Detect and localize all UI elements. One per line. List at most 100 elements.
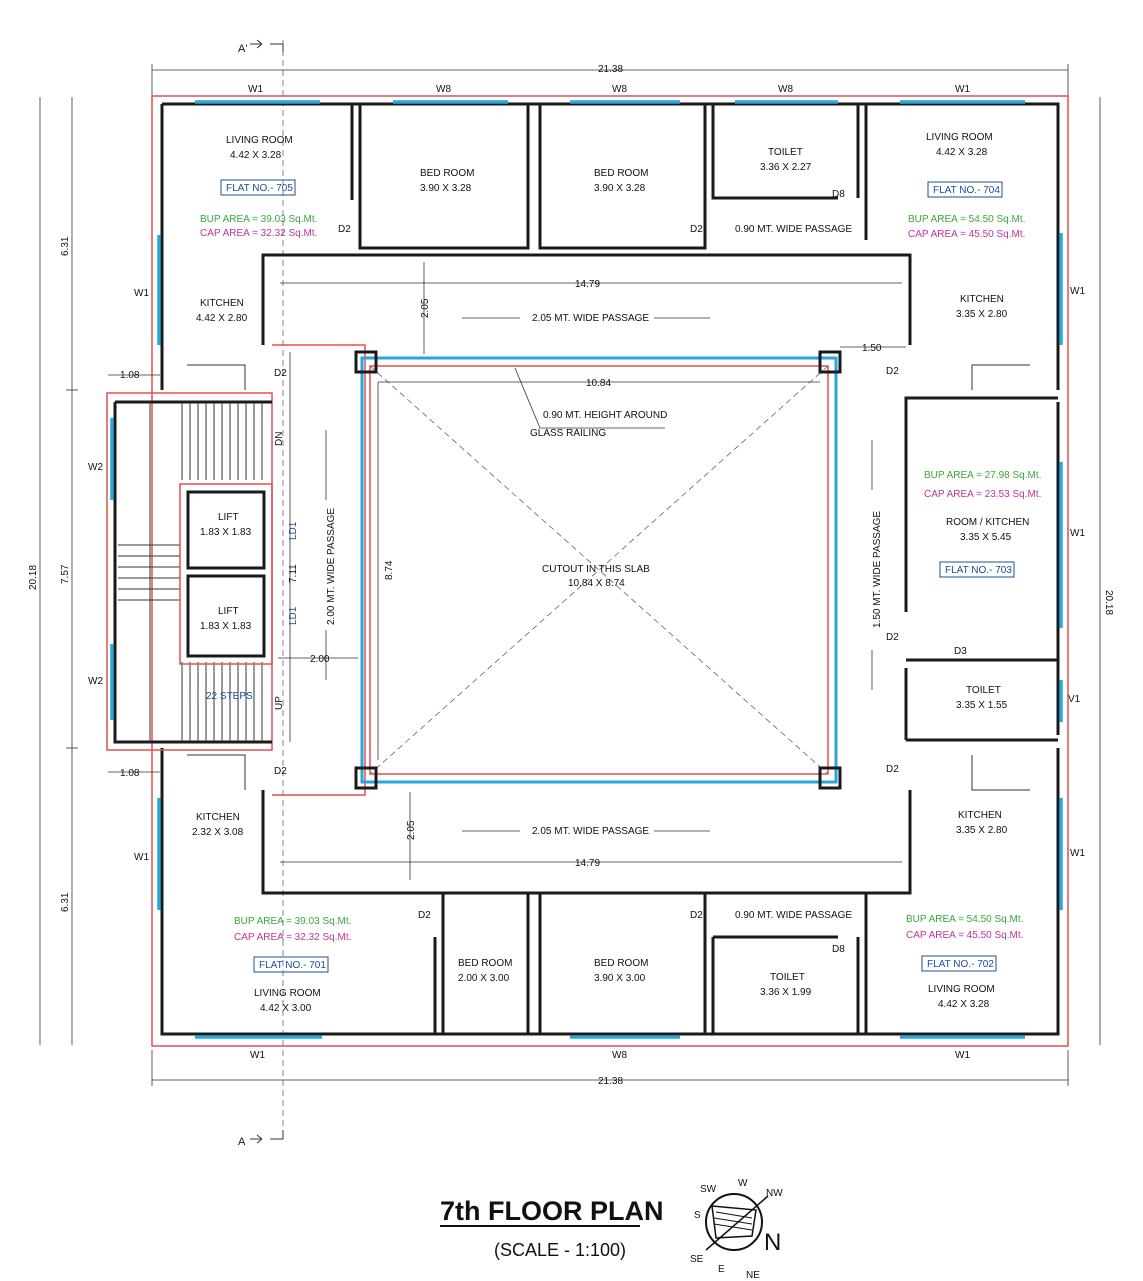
label-w2-top: W2: [88, 462, 103, 473]
flat-701-label: FLAT NO.- 701: [259, 960, 326, 971]
flat-704-bup: BUP AREA = 54.50 Sq.Mt.: [908, 214, 1025, 225]
room-704-bed-size: 3.90 X 3.28: [594, 183, 646, 194]
flat-703-bup: BUP AREA = 27.98 Sq.Mt.: [924, 470, 1041, 481]
room-701-living-name: LIVING ROOM: [254, 988, 321, 999]
dim-overall-width-bottom: 21.38: [598, 1076, 623, 1087]
room-704-bed-name: BED ROOM: [594, 168, 648, 179]
room-702-kitchen-size: 3.35 X 2.80: [956, 825, 1008, 836]
top-row-walls: [350, 104, 707, 250]
cutout-name: CUTOUT IN THIS SLAB: [542, 564, 650, 575]
label-w1-right-top: W1: [1070, 286, 1085, 297]
lift-walls: [186, 490, 266, 658]
flat-705-label: FLAT NO.- 705: [226, 183, 293, 194]
stair-treads-top: [181, 402, 263, 480]
room-702-bed-size: 3.90 X 3.00: [594, 973, 646, 984]
room-705-kitchen-size: 4.42 X 2.80: [196, 313, 248, 324]
section-arrow-bottom: [250, 1130, 284, 1144]
dim-passage-width-top: 2.05: [420, 298, 431, 318]
lift2-door-label: LD1: [288, 606, 299, 625]
inner-corridor-frame-top: [261, 253, 912, 345]
label-w1-right-mid: W1: [1070, 528, 1085, 539]
door-d8-704: D8: [832, 189, 845, 200]
outer-walls: [160, 102, 1060, 1036]
dim-passage-length-bottom: 14.79: [575, 858, 600, 869]
label-w8-top-2: W8: [612, 84, 627, 95]
dim-lift-height: 7.11: [288, 564, 299, 583]
room-702-living-name: LIVING ROOM: [928, 984, 995, 995]
left-passage-boundary: [272, 344, 366, 796]
narrow-passage-bottom: 0.90 MT. WIDE PASSAGE: [735, 910, 852, 921]
column-bl: [354, 766, 378, 790]
label-w8-bottom: W8: [612, 1050, 627, 1061]
room-701-kitchen-size: 2.32 X 3.08: [192, 827, 244, 838]
passage-bottom-label: 2.05 MT. WIDE PASSAGE: [532, 826, 649, 837]
flat-705-cap: CAP AREA = 32.32 Sq.Mt.: [200, 228, 317, 239]
room-702-bed-name: BED ROOM: [594, 958, 648, 969]
flat-705-bup: BUP AREA = 39.03 Sq.Mt.: [200, 214, 317, 225]
label-w8-top-3: W8: [778, 84, 793, 95]
room-703-name: ROOM / KITCHEN: [946, 517, 1029, 528]
lift-shaft-boundary: [179, 483, 273, 665]
dim-left-top: 6.31: [60, 236, 71, 256]
dim-right-offset: 1.50: [862, 343, 882, 354]
column-tl: [354, 350, 378, 374]
door-d2-703: D2: [886, 632, 899, 643]
dim-overall-height-right: 20.18: [1103, 590, 1114, 615]
room-704-kitchen-size: 3.35 X 2.80: [956, 309, 1008, 320]
dim-left-passage: 2.00: [310, 654, 330, 665]
door-d2-right-top: D2: [886, 366, 899, 377]
cutout-diagonal-2: [369, 365, 829, 775]
dim-cutout-width: 10.84: [586, 378, 611, 389]
label-w1-bottom-left: W1: [250, 1050, 265, 1061]
flat-702-tag: [921, 955, 997, 972]
room-702-toilet-size: 3.36 X 1.99: [760, 987, 812, 998]
dim-left-mid: 7.57: [60, 564, 71, 584]
room-704-kitchen-name: KITCHEN: [960, 294, 1004, 305]
flat-701-cap: CAP AREA = 32.32 Sq.Mt.: [234, 932, 351, 943]
cutout-railing: [360, 356, 838, 784]
stair-up-label: UP: [274, 696, 285, 710]
label-w1-top-left: W1: [248, 84, 263, 95]
label-w1-right-bottom: W1: [1070, 848, 1085, 859]
room-702-kitchen-name: KITCHEN: [958, 810, 1002, 821]
room-702-living-size: 4.42 X 3.28: [938, 999, 990, 1010]
narrow-passage-top: 0.90 MT. WIDE PASSAGE: [735, 224, 852, 235]
flat-702-cap: CAP AREA = 45.50 Sq.Mt.: [906, 930, 1023, 941]
door-d2-704-bed: D2: [690, 224, 703, 235]
compass-se: SE: [690, 1254, 704, 1265]
room-704-living-size: 4.42 X 3.28: [936, 147, 988, 158]
door-d2-left-top: D2: [274, 368, 287, 379]
railing-note-line1: 0.90 MT. HEIGHT AROUND: [543, 410, 667, 421]
flat-701-bup: BUP AREA = 39.03 Sq.Mt.: [234, 916, 351, 927]
dim-passage-length-top: 14.79: [575, 279, 600, 290]
room-703-size: 3.35 X 5.45: [960, 532, 1012, 543]
dim-stair-offset-top: 1.08: [120, 370, 140, 381]
room-705-living-name: LIVING ROOM: [226, 135, 293, 146]
passage-top-label: 2.05 MT. WIDE PASSAGE: [532, 313, 649, 324]
flat-701-tag: [253, 956, 329, 973]
cutout-size: 10.84 X 8.74: [568, 578, 625, 589]
door-d2-701: D2: [418, 910, 431, 921]
dim-cutout-height: 8.74: [384, 560, 395, 580]
room-705-bed-size: 3.90 X 3.28: [420, 183, 472, 194]
compass-nw: NW: [766, 1188, 783, 1199]
door-d3: D3: [954, 646, 967, 657]
lift1-door-label: LD1: [288, 521, 299, 540]
room-705-bed-name: BED ROOM: [420, 168, 474, 179]
railing-note-line2: GLASS RAILING: [530, 428, 606, 439]
passage-right-label: 1.50 MT. WIDE PASSAGE: [872, 511, 883, 628]
room-701-bed-size: 2.00 X 3.00: [458, 973, 510, 984]
compass-e: E: [718, 1264, 725, 1275]
inner-corridor-frame-bottom: [261, 790, 912, 895]
section-mark-top: A': [238, 43, 247, 55]
plan-scale: (SCALE - 1:100): [494, 1240, 626, 1260]
label-w8-top-1: W8: [436, 84, 451, 95]
stair-dn-label: DN: [274, 432, 285, 446]
label-w1-top-right: W1: [955, 84, 970, 95]
flat-702-bup: BUP AREA = 54.50 Sq.Mt.: [906, 914, 1023, 925]
plan-title: 7th FLOOR PLAN: [440, 1196, 664, 1226]
room-701-kitchen-name: KITCHEN: [196, 812, 240, 823]
cutout-diagonal-1: [369, 365, 829, 775]
door-d2-right-bottom: D2: [886, 764, 899, 775]
